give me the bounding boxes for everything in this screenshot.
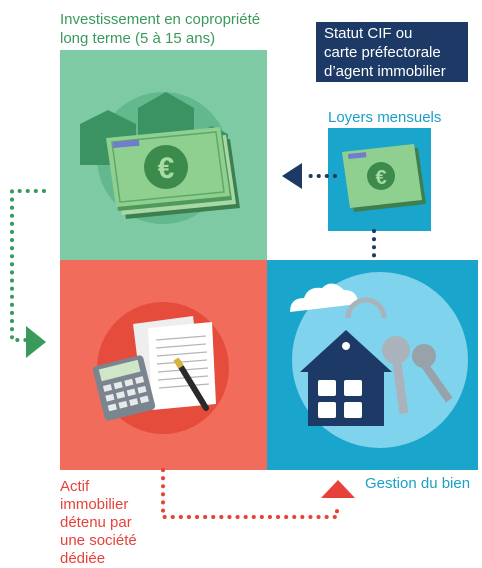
asset-label-line1: Actif: [60, 478, 90, 495]
status-box-line3: d’agent immobilier: [324, 63, 446, 80]
management-panel: [267, 260, 478, 470]
rent-to-investment-arrow: [282, 163, 376, 264]
asset-label-line4: une société: [60, 532, 137, 549]
cloud-icon: [290, 283, 358, 312]
banknotes-euro-icon: €: [106, 127, 240, 219]
investment-panel: €: [60, 50, 267, 260]
asset-panel: [60, 260, 267, 470]
house-keychain-icon: [300, 330, 392, 426]
svg-text:€: €: [158, 152, 175, 185]
investment-label-line1: Investissement en copropriété: [60, 11, 261, 28]
svg-text:€: €: [375, 167, 386, 189]
rent-label: Loyers mensuels: [328, 109, 442, 126]
status-box-line1: Statut CIF ou: [324, 25, 413, 42]
asset-to-management-arrow: [161, 468, 355, 519]
keys-icon: [345, 297, 453, 415]
management-label: Gestion du bien: [365, 475, 471, 492]
asset-label: Actif immobilier détenu par une société …: [60, 478, 137, 568]
pen-icon: [173, 357, 209, 411]
status-box: Statut CIF ou carte préfectorale d’agent…: [316, 22, 468, 82]
status-box-line2: carte préfectorale: [324, 44, 441, 61]
investment-label: Investissement en copropriété long terme…: [60, 10, 260, 48]
asset-label-line3: détenu par: [60, 514, 132, 531]
rent-panel: €: [328, 128, 431, 231]
asset-label-line5: dédiée: [60, 550, 106, 567]
asset-label-line2: immobilier: [60, 496, 129, 513]
investment-label-line2: long terme (5 à 15 ans): [60, 30, 216, 47]
calculator-icon: [92, 355, 156, 421]
investment-to-asset-arrow: [10, 189, 46, 358]
